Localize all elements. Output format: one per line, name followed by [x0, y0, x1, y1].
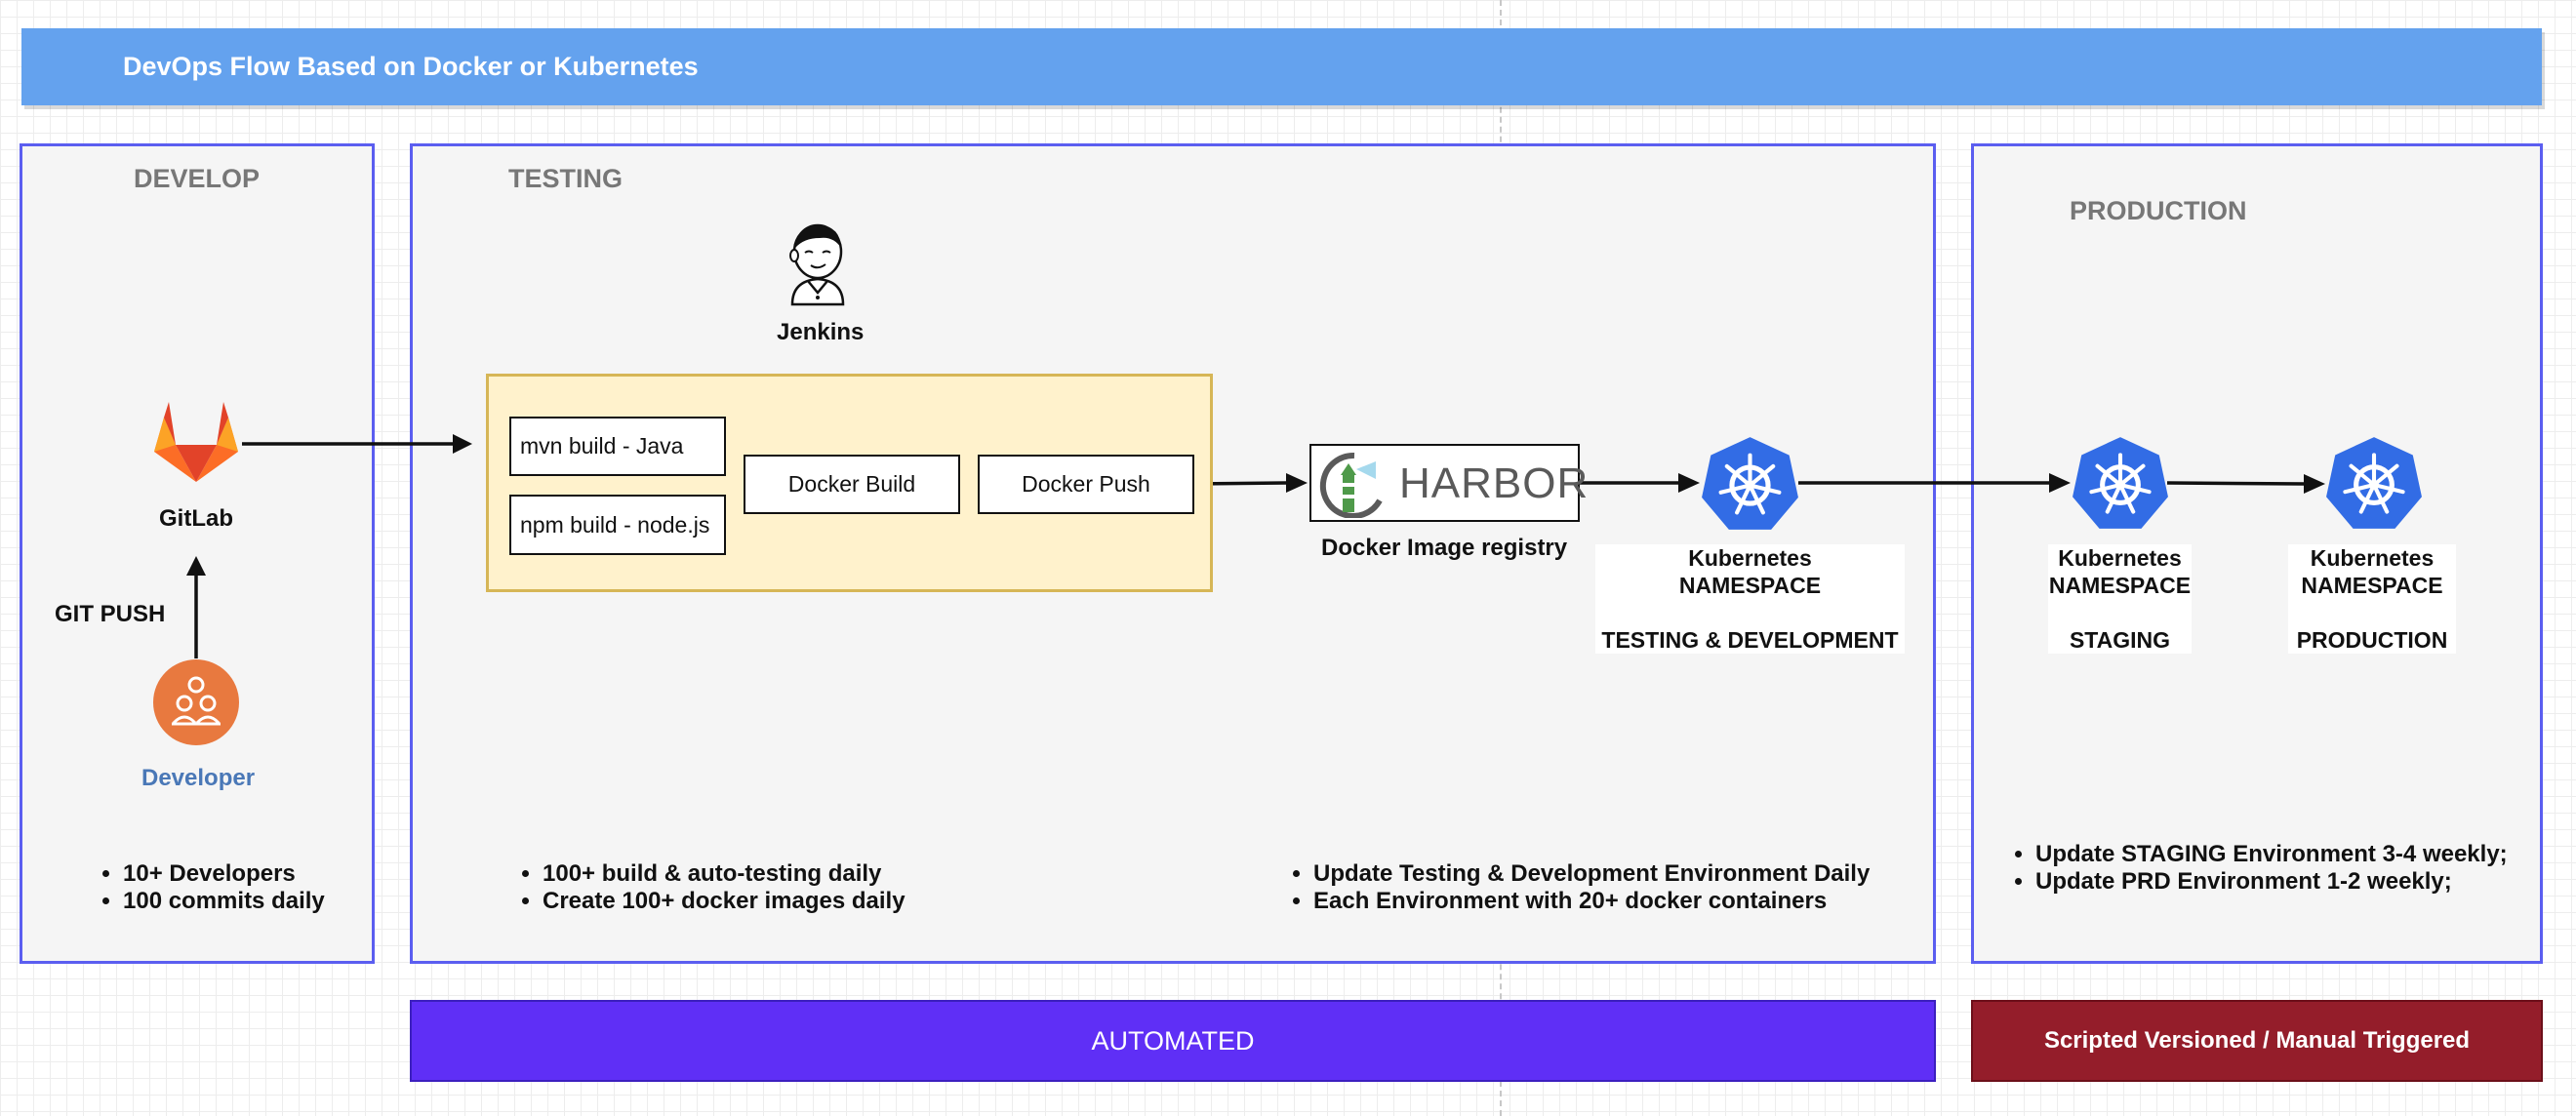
- develop-bullet: 100 commits daily: [123, 888, 325, 915]
- harbor-logo: HARBOR: [1309, 444, 1588, 522]
- develop-label: DEVELOP: [134, 164, 261, 193]
- harbor-logo-text: HARBOR: [1399, 459, 1590, 507]
- mvn-build-step: mvn build - Java: [509, 417, 726, 476]
- k8s-production-label: Kubernetes NAMESPACE PRODUCTION: [2288, 544, 2456, 654]
- testing-bullet: Create 100+ docker images daily: [543, 888, 906, 915]
- kubernetes-icon: [1702, 437, 1798, 530]
- testing-label: TESTING: [508, 164, 624, 193]
- harbor-lighthouse-icon: [1319, 452, 1383, 518]
- develop-panel: [20, 143, 375, 964]
- k8s-testing-label: Kubernetes NAMESPACE TESTING & DEVELOPME…: [1595, 544, 1905, 654]
- manual-bar: Scripted Versioned / Manual Triggered: [1971, 1000, 2543, 1082]
- gitlab-arrowhead: [453, 434, 472, 454]
- staging-to-production-arrow: [2166, 481, 2306, 486]
- production-bullets: Update STAGING Environment 3-4 weekly; U…: [2006, 841, 2508, 896]
- production-bullet: Update STAGING Environment 3-4 weekly;: [2035, 841, 2508, 868]
- develop-bullet: 10+ Developers: [123, 860, 325, 888]
- production-label: PRODUCTION: [2070, 196, 2247, 225]
- git-push-label: GIT PUSH: [55, 601, 166, 627]
- k8s-staging-label: Kubernetes NAMESPACE STAGING: [2048, 544, 2192, 654]
- docker-push-step: Docker Push: [978, 455, 1194, 514]
- testing-bullet: Each Environment with 20+ docker contain…: [1313, 888, 1870, 915]
- developer-icon: [153, 659, 239, 745]
- testing-bullet: 100+ build & auto-testing daily: [543, 860, 906, 888]
- npm-build-step: npm build - node.js: [509, 495, 726, 555]
- gitlab-label: GitLab: [159, 505, 233, 532]
- developer-label: Developer: [141, 765, 256, 791]
- jenkins-label: Jenkins: [777, 319, 865, 345]
- testing-bullets-right: Update Testing & Development Environment…: [1284, 860, 1870, 915]
- testing-bullet: Update Testing & Development Environment…: [1313, 860, 1870, 888]
- title-bar: DevOps Flow Based on Docker or Kubernete…: [21, 28, 2542, 105]
- manual-label: Scripted Versioned / Manual Triggered: [2043, 1027, 2471, 1054]
- developer-to-gitlab-arrowhead: [186, 556, 206, 576]
- kubernetes-icon: [2073, 437, 2168, 529]
- gitlab-icon: [154, 402, 238, 482]
- testing-bullets-left: 100+ build & auto-testing daily Create 1…: [513, 860, 906, 915]
- registry-label: Docker Image registry: [1321, 535, 1568, 561]
- jenkins-icon: [789, 223, 845, 306]
- automated-bar: AUTOMATED: [410, 1000, 1936, 1082]
- kubernetes-icon: [2326, 437, 2422, 529]
- diagram-title: DevOps Flow Based on Docker or Kubernete…: [123, 52, 699, 81]
- docker-build-step: Docker Build: [744, 455, 960, 514]
- develop-bullets: 10+ Developers 100 commits daily: [94, 860, 325, 915]
- automated-label: AUTOMATED: [1091, 1025, 1255, 1056]
- production-bullet: Update PRD Environment 1-2 weekly;: [2035, 868, 2508, 896]
